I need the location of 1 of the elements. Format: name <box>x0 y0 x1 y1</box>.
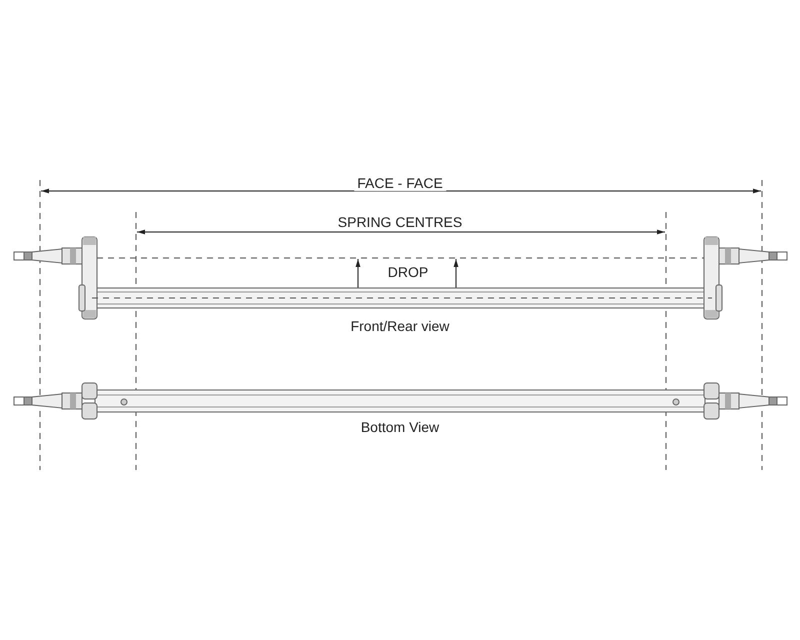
dimension-label: FACE - FACE <box>354 175 446 191</box>
